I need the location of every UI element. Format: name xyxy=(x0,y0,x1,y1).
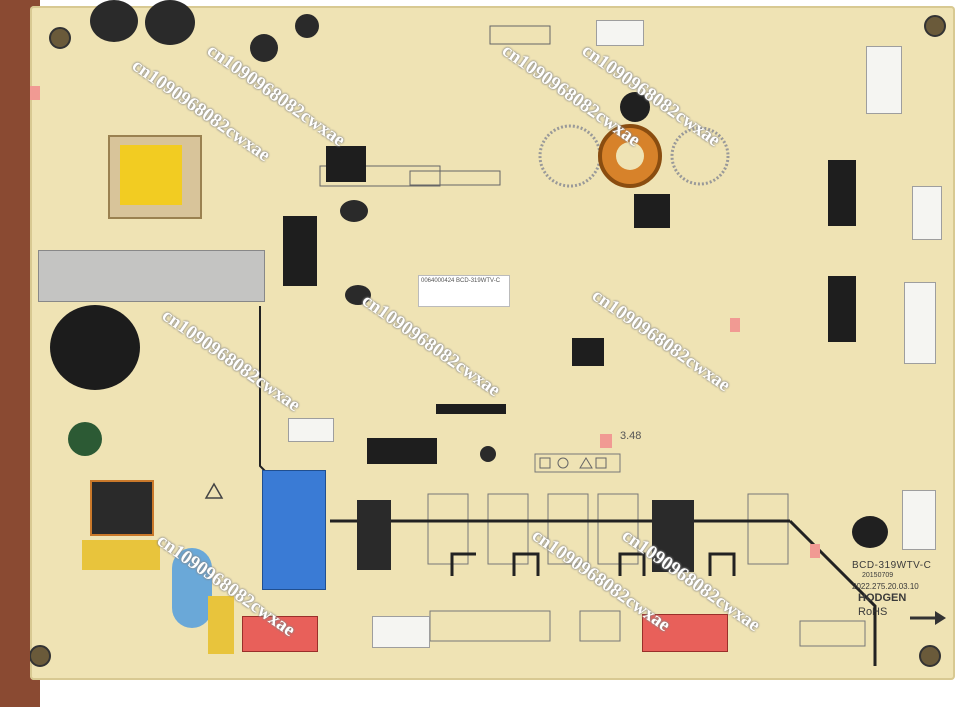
date-label: 2022.275.20.03.10 xyxy=(852,582,919,591)
capacitor xyxy=(620,92,650,122)
sticker-text: 0064000424 BCD-319WTV-C xyxy=(421,278,501,284)
capacitor xyxy=(340,200,368,222)
model-label: BCD-319WTV-C xyxy=(852,560,932,571)
capacitor xyxy=(90,0,138,42)
brand-label: HODGEN xyxy=(858,592,907,604)
ic-chip xyxy=(828,160,856,226)
connector-white xyxy=(912,186,942,240)
capacitor-yellow xyxy=(82,540,160,570)
transformer-core xyxy=(120,145,182,205)
choke-coil xyxy=(90,480,154,536)
pin-header xyxy=(436,404,506,414)
heatsink xyxy=(38,250,265,302)
connector-white xyxy=(866,46,902,114)
rohs-label: RoHS xyxy=(858,606,888,618)
capacitor xyxy=(480,446,496,462)
connector-white xyxy=(372,616,430,648)
capacitor-yellow xyxy=(208,596,234,654)
capacitor xyxy=(145,0,195,45)
relay-blue xyxy=(262,470,326,590)
ic-chip xyxy=(367,438,437,464)
ic-chip xyxy=(828,276,856,342)
capacitor xyxy=(345,285,371,305)
silkscreen-number: 3.48 xyxy=(620,430,642,442)
connector-red xyxy=(642,614,728,652)
capacitor xyxy=(852,516,888,548)
ic-chip xyxy=(572,338,604,366)
transistor xyxy=(634,194,670,228)
capacitor-blue xyxy=(172,548,212,628)
relay-black xyxy=(652,500,694,572)
transistor xyxy=(326,146,366,182)
heatsink-black xyxy=(283,216,317,286)
capacitor xyxy=(250,34,278,62)
code-label: 20150709 xyxy=(862,572,894,579)
circuit-board xyxy=(29,6,955,680)
relay-black xyxy=(357,500,391,570)
connector-red xyxy=(242,616,318,652)
connector-white xyxy=(596,20,644,46)
capacitor-green xyxy=(68,422,102,456)
connector-white xyxy=(288,418,334,442)
large-capacitor xyxy=(50,305,140,390)
barcode-sticker: 0064000424 BCD-319WTV-C xyxy=(418,275,510,307)
board-traces xyxy=(29,15,946,667)
capacitor xyxy=(295,14,319,38)
connector-white xyxy=(902,490,936,550)
connector-white xyxy=(904,282,936,364)
